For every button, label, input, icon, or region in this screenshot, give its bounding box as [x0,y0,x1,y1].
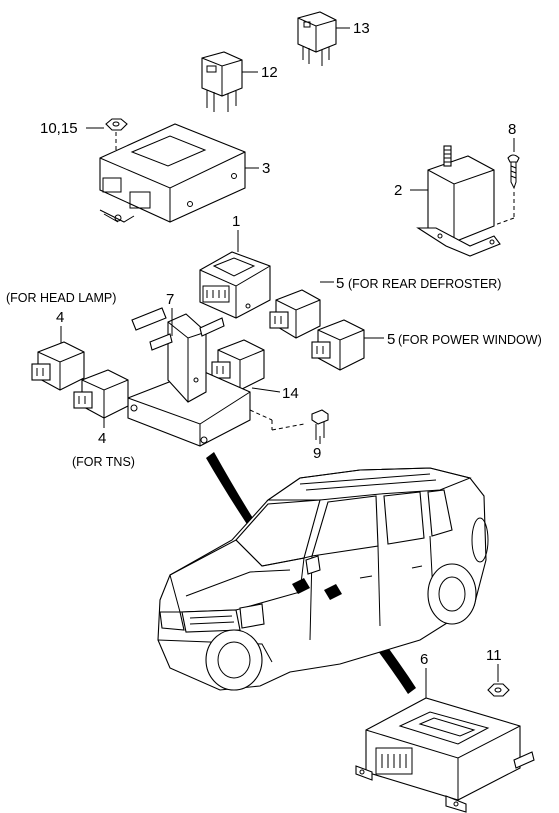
note-tns: (FOR TNS) [72,455,135,469]
callout-3: 3 [262,160,270,177]
nut-10-15 [105,118,128,131]
note-rear-defroster: (FOR REAR DEFROSTER) [348,277,501,291]
callout-14: 14 [282,385,299,402]
callout-6: 6 [420,651,428,668]
screw-8 [507,154,520,190]
callout-5-rear: 5 [336,275,344,292]
relay-5-rear-defroster [269,289,321,339]
note-power-window: (FOR POWER WINDOW) [398,333,542,347]
relay-12 [201,51,243,112]
module-1 [199,251,271,319]
relay-14 [211,339,265,391]
unit-2 [416,145,501,257]
bracket-7 [127,307,251,447]
relay-5-power-window [311,319,365,371]
control-module-3 [99,123,246,223]
callout-9: 9 [313,445,321,462]
relay-4-head-lamp [31,341,85,391]
callout-2: 2 [394,182,402,199]
callout-1: 1 [232,213,240,230]
callout-8: 8 [508,121,516,138]
relay-4-tns [73,369,129,419]
note-head-lamp: (FOR HEAD LAMP) [6,291,116,305]
callout-13: 13 [353,20,370,37]
nut-11 [487,683,510,697]
callout-11: 11 [486,647,502,664]
control-unit-6 [355,697,535,813]
vehicle-illustration [157,467,489,691]
callout-12: 12 [261,64,278,81]
callout-5-window: 5 [387,331,395,348]
callout-7: 7 [166,291,174,308]
bolt-9 [311,409,329,440]
callout-4-tns: 4 [98,430,106,447]
relay-13 [297,11,337,66]
callout-10-15: 10,15 [40,120,78,137]
callout-4-head-lamp: 4 [56,309,64,326]
